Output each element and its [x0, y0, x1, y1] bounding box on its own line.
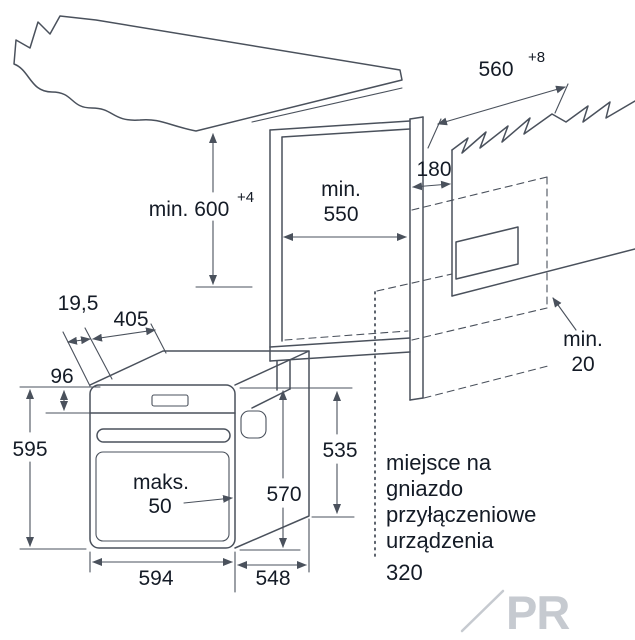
hidden-lines: [284, 176, 549, 399]
label-oven-width: 594: [138, 567, 173, 590]
note-line-3: przyłączeniowe: [386, 502, 536, 527]
label-niche-height-tolerance: +4: [237, 189, 254, 206]
dimension-lines: [19, 83, 577, 593]
label-rear-height: 535: [322, 439, 357, 462]
socket-note: miejsce na gniazdo przyłączeniowe urządz…: [386, 450, 536, 585]
watermark-text: PR: [506, 586, 569, 639]
label-door-projection-word: maks.: [133, 471, 189, 494]
note-line-1: miejsce na: [386, 450, 492, 475]
label-rear-gap-value: 20: [571, 353, 594, 376]
countertop-surface: [13, 15, 403, 132]
socket-hatch-area: [455, 226, 519, 280]
watermark-swoosh: [460, 589, 505, 633]
niche-cabinet: [251, 116, 424, 409]
note-line-5: 320: [386, 560, 423, 585]
handle-side-bracket: [240, 410, 267, 439]
label-niche-depth-word: min.: [321, 178, 361, 201]
oven-top-face: [89, 350, 310, 386]
label-niche-depth-value: 550: [323, 203, 358, 226]
oven-front-face: [89, 384, 236, 549]
display: [151, 394, 189, 407]
wall-torn-edge: [451, 100, 635, 154]
socket-zone: [455, 226, 519, 280]
label-oven-depth: 548: [255, 567, 290, 590]
label-panel-height: 96: [50, 365, 73, 388]
label-oven-height: 595: [12, 438, 47, 461]
label-niche-height: min. 600: [149, 198, 230, 221]
label-socket-offset: 180: [416, 158, 451, 181]
label-front-height: 570: [266, 483, 301, 506]
label-front-overhang: 19,5: [58, 292, 99, 315]
label-rear-gap-word: min.: [563, 328, 603, 351]
watermark: PR: [460, 586, 570, 639]
note-line-4: urządzenia: [386, 528, 494, 553]
label-niche-width: 560: [478, 58, 513, 81]
oven-side-face: [234, 350, 310, 549]
countertop: [13, 15, 403, 132]
oven: [89, 350, 310, 549]
label-niche-width-tolerance: +8: [528, 49, 545, 66]
label-door-projection-value: 50: [148, 495, 171, 518]
note-line-2: gniazdo: [386, 476, 463, 501]
countertop-edge-thickness: [251, 87, 403, 123]
label-top-depth: 405: [113, 308, 148, 331]
door-handle: [96, 428, 231, 443]
side-wall: [451, 100, 635, 297]
